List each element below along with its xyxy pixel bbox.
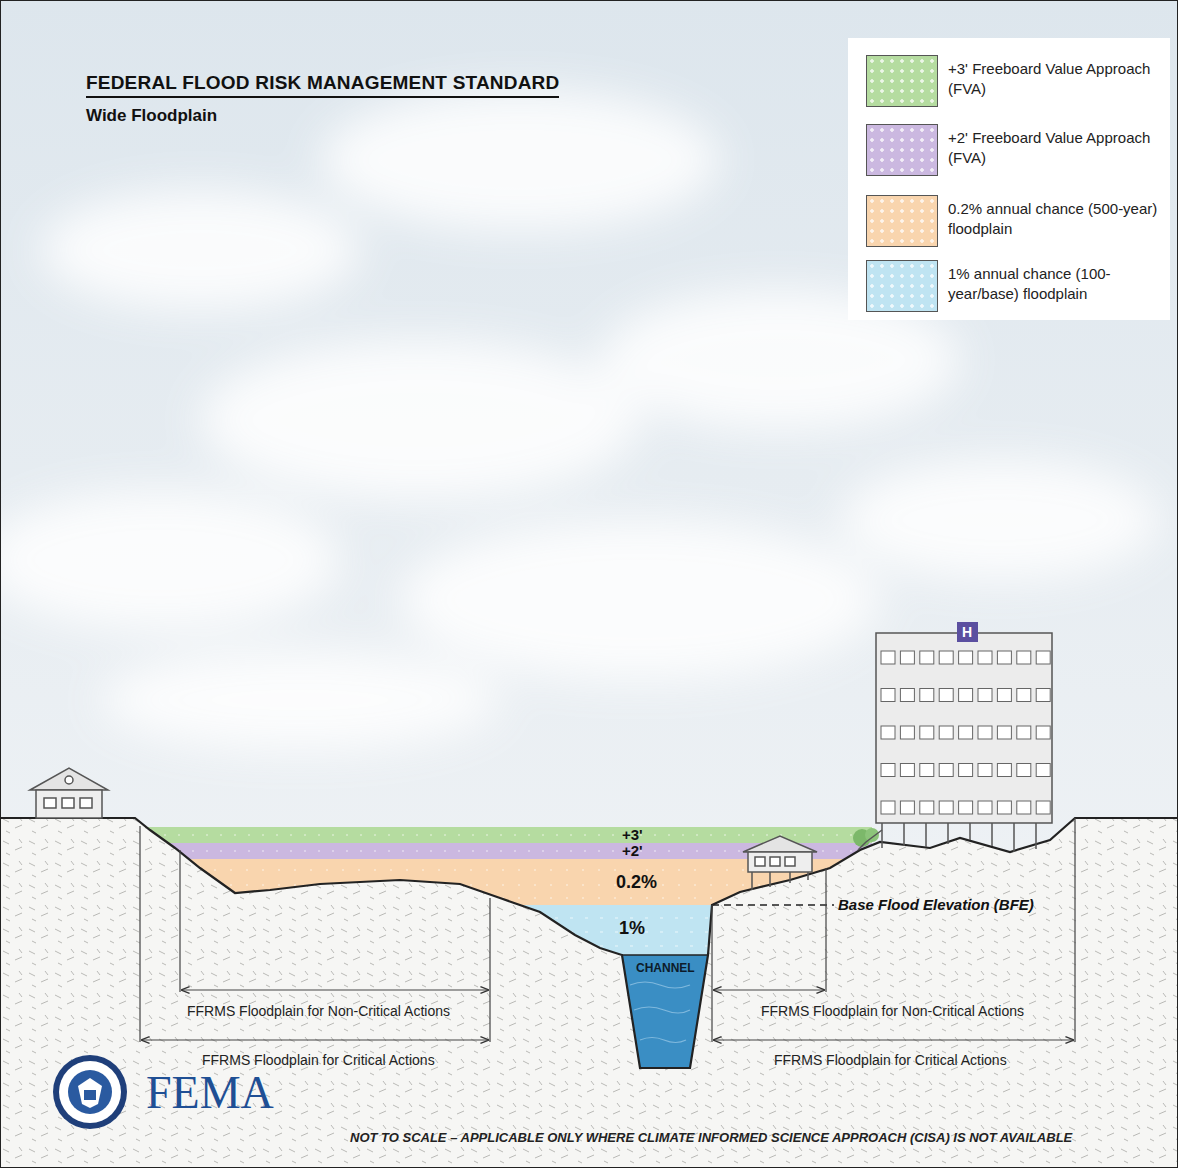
hospital-window [900,726,914,739]
legend-swatch [866,124,938,176]
band-label: 0.2% [616,872,657,893]
hospital-window [920,689,934,702]
hospital-window [1036,801,1050,814]
hospital-window [881,726,895,739]
hospital-window [1017,689,1031,702]
dimension-label: FFRMS Floodplain for Non-Critical Action… [761,1003,1024,1019]
band-label: 1% [619,918,645,939]
legend-text: +2' Freeboard Value Approach (FVA) [948,128,1158,168]
hospital-window [900,651,914,664]
legend-panel: +3' Freeboard Value Approach (FVA) +2' Fr… [848,38,1170,320]
diagram-title: FEDERAL FLOOD RISK MANAGEMENT STANDARD [86,72,559,98]
hospital-window [881,764,895,777]
hospital-window [1017,764,1031,777]
bfe-label: Base Flood Elevation (BFE) [838,896,1034,913]
hospital-window [900,764,914,777]
hospital-window [1017,651,1031,664]
agency-wordmark: FEMA [146,1066,274,1119]
legend-text: +3' Freeboard Value Approach (FVA) [948,59,1158,99]
hospital-window [997,801,1011,814]
hospital-window [1036,689,1050,702]
band-label: +2' [622,842,643,859]
hospital-window [881,801,895,814]
hospital-window [959,651,973,664]
subtitle: Wide Floodplain [86,106,217,126]
hospital-window [978,801,992,814]
hospital-window [1036,764,1050,777]
hospital-window [978,651,992,664]
hospital-window [997,651,1011,664]
hospital-window [997,764,1011,777]
hospital-window [978,726,992,739]
hospital-window [1036,726,1050,739]
hospital-window [900,801,914,814]
dimension-label: FFRMS Floodplain for Non-Critical Action… [187,1003,450,1019]
hospital-window [959,689,973,702]
hospital-window [959,764,973,777]
legend-swatch [866,260,938,312]
hospital-window [959,801,973,814]
channel-label: CHANNEL [636,961,695,975]
hospital-window [939,801,953,814]
hospital-window [959,726,973,739]
hospital-window [920,726,934,739]
hospital-window [978,764,992,777]
hospital-window [920,651,934,664]
hospital-window [920,801,934,814]
hospital-window [939,651,953,664]
hospital-window [1017,726,1031,739]
legend-swatch [866,55,938,107]
footnote: NOT TO SCALE – APPLICABLE ONLY WHERE CLI… [350,1130,1072,1145]
hospital-window [997,726,1011,739]
hospital-window [920,764,934,777]
hospital-window [939,689,953,702]
dimension-label: FFRMS Floodplain for Critical Actions [202,1052,435,1068]
legend-text: 0.2% annual chance (500-year) floodplain [948,199,1158,239]
hospital-window [997,689,1011,702]
hospital-window [939,764,953,777]
hospital-window [881,651,895,664]
legend-swatch [866,195,938,247]
hospital-window [900,689,914,702]
dimension-label: FFRMS Floodplain for Critical Actions [774,1052,1007,1068]
hospital-window [939,726,953,739]
hospital-sign: H [962,622,972,642]
legend-text: 1% annual chance (100-year/base) floodpl… [948,264,1158,304]
hospital-window [881,689,895,702]
hospital-window [1017,801,1031,814]
hospital-window [1036,651,1050,664]
hospital-window [978,689,992,702]
band-label: +3' [622,826,643,843]
